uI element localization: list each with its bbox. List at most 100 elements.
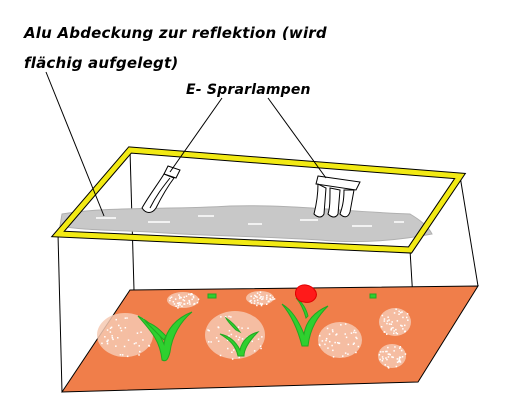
gravel-dot	[399, 359, 401, 362]
gravel-dot	[127, 339, 130, 341]
gravel-dot	[237, 326, 240, 328]
gravel-dot	[176, 302, 179, 305]
gravel-dot	[395, 332, 397, 334]
gravel-dot	[386, 333, 388, 335]
gravel-dot	[379, 351, 382, 353]
gravel-dot	[107, 339, 109, 341]
gravel-dot	[235, 335, 237, 338]
gravel-dot	[185, 295, 188, 297]
gravel-dot	[183, 303, 185, 305]
gravel-dot	[384, 364, 386, 366]
gravel-dot	[231, 358, 234, 360]
gravel-dot	[402, 316, 404, 319]
gravel-dot	[327, 347, 329, 349]
gravel-dot	[337, 342, 339, 344]
gravel-dot	[390, 327, 393, 330]
gravel-dot	[399, 346, 402, 348]
gravel-dot	[126, 355, 129, 358]
gravel-dot	[189, 303, 191, 305]
gravel-dot	[190, 294, 192, 296]
lamp-right	[313, 175, 361, 218]
plant-sprout-2	[369, 293, 377, 299]
plant-sprout-1	[207, 293, 217, 299]
gravel-dot	[328, 333, 331, 335]
gravel-dot	[217, 326, 219, 328]
gravel-dot	[386, 322, 388, 325]
gravel-dot	[265, 298, 268, 300]
gravel-dot	[257, 302, 259, 304]
gravel-dot	[272, 296, 274, 299]
gravel-dot	[381, 360, 384, 362]
gravel-dot	[394, 346, 396, 348]
gravel-dot	[115, 318, 117, 321]
gravel-dot	[261, 303, 263, 305]
gravel-dot	[350, 332, 353, 334]
gravel-dot	[247, 327, 249, 329]
gravel-dot	[325, 339, 327, 342]
gravel-dot	[197, 298, 200, 300]
gravel-dot	[260, 296, 262, 298]
gravel-dot	[177, 307, 179, 309]
gravel-dot	[352, 343, 355, 345]
gravel-dot	[382, 358, 384, 360]
gravel-dot	[395, 328, 397, 331]
gravel-dot	[401, 325, 403, 327]
gravel-dot	[318, 343, 321, 346]
gravel-dot	[259, 297, 261, 299]
gravel-dot	[380, 326, 383, 328]
gravel-dot	[101, 342, 103, 345]
gravel-dot	[190, 293, 192, 295]
gravel-dot	[334, 341, 336, 344]
gravel-dot	[387, 353, 390, 355]
gravel-dot	[120, 329, 123, 332]
gravel-dot	[255, 295, 257, 298]
gravel-dot	[331, 329, 334, 331]
gravel-dot	[260, 304, 263, 307]
gravel-dot	[109, 331, 112, 333]
gravel-dot	[388, 323, 391, 325]
plants	[137, 293, 377, 362]
gravel-dot	[399, 311, 402, 314]
gravel-dot	[355, 331, 357, 334]
gravel-dot	[401, 356, 404, 358]
gravel-dot	[119, 354, 122, 356]
pointer-foil	[45, 71, 105, 217]
gravel-dot	[383, 331, 386, 333]
gravel-dot	[399, 361, 402, 363]
gravel-dot	[208, 329, 210, 332]
gravel-dot	[340, 324, 342, 326]
gravel-dot	[398, 310, 400, 313]
gravel-dot	[230, 316, 232, 318]
gravel-dot	[196, 301, 199, 304]
gravel-dot	[138, 345, 140, 347]
red-flower	[295, 284, 317, 303]
gravel-dot	[115, 345, 117, 347]
gravel-dot	[321, 340, 324, 342]
gravel-dot	[111, 335, 113, 337]
gravel-dot	[118, 324, 120, 327]
gravel-dot	[126, 317, 128, 319]
gravel-dot	[112, 338, 114, 341]
gravel-dots	[101, 291, 409, 369]
gravel-dot	[392, 356, 394, 359]
gravel-dot	[381, 356, 384, 358]
top-frame-yellow	[52, 147, 465, 253]
gravel-dot	[319, 335, 321, 337]
gravel-dot	[179, 296, 181, 298]
gravel-dot	[385, 350, 387, 353]
gravel-dot	[228, 315, 230, 318]
gravel-dot	[378, 354, 381, 356]
plant-left-leaf	[144, 321, 167, 341]
gravel-dot	[250, 299, 252, 302]
gravel-dot	[393, 350, 395, 352]
lamp-left	[141, 165, 181, 213]
gravel-dot	[238, 356, 240, 359]
gravel-dot	[400, 324, 402, 327]
gravel-dot	[353, 342, 355, 344]
gravel-dot	[119, 327, 122, 329]
gravel-dot	[135, 342, 137, 344]
gravel-dot	[404, 330, 406, 333]
gravel-dot	[207, 329, 209, 331]
foil-highlights	[96, 215, 404, 227]
gravel-dot	[266, 303, 268, 305]
